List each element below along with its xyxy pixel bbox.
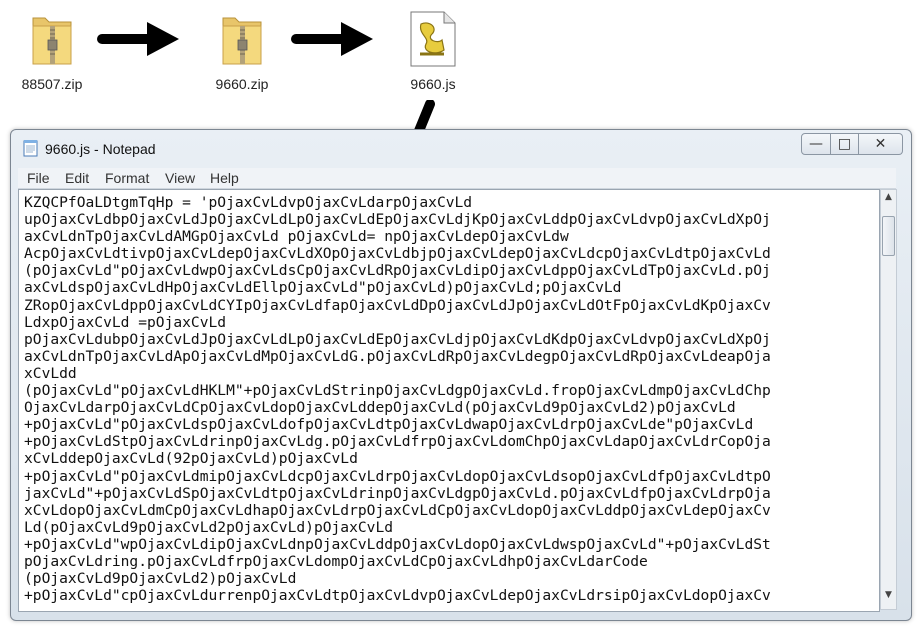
window-title: 9660.js - Notepad xyxy=(45,141,156,157)
script-file-icon xyxy=(410,11,456,67)
code-line: +pOjaxCvLd"pOjaxCvLdmipOjaxCvLdcpOjaxCvL… xyxy=(24,467,771,485)
menu-view[interactable]: View xyxy=(165,170,196,186)
code-line: xCvLddepOjaxCvLd(92pOjaxCvLd)pOjaxCvLd xyxy=(24,450,358,468)
menu-format[interactable]: Format xyxy=(105,170,150,186)
code-line: upOjaxCvLdbpOjaxCvLdJpOjaxCvLdLpOjaxCvLd… xyxy=(24,211,771,229)
zip-folder-icon xyxy=(222,17,262,65)
code-line: axCvLdspOjaxCvLdHpOjaxCvLdEllpOjaxCvLd"p… xyxy=(24,279,622,297)
code-line: pOjaxCvLdring.pOjaxCvLdfrpOjaxCvLdompOja… xyxy=(24,552,648,570)
minimize-button[interactable]: — xyxy=(801,133,831,155)
file-name: 9660.zip xyxy=(215,76,269,92)
scroll-down-button[interactable]: ▼ xyxy=(885,590,892,600)
close-button[interactable]: ✕ xyxy=(859,133,903,155)
code-line: jaxCvLd"+pOjaxCvLdSpOjaxCvLdtpOjaxCvLdri… xyxy=(24,484,771,502)
arrow-right-icon xyxy=(97,22,179,56)
maximize-button[interactable]: □ xyxy=(831,133,859,155)
window-controls: — □ ✕ xyxy=(801,133,903,155)
code-line: xCvLdd xyxy=(24,364,77,382)
scroll-thumb[interactable] xyxy=(882,216,895,256)
code-line: pOjaxCvLdubpOjaxCvLdJpOjaxCvLdLpOjaxCvLd… xyxy=(24,330,771,348)
code-line: axCvLdnTpOjaxCvLdAMGpOjaxCvLd pOjaxCvLd=… xyxy=(24,228,569,246)
menu-help[interactable]: Help xyxy=(210,170,239,186)
notepad-icon xyxy=(23,140,38,157)
minimize-icon: — xyxy=(809,136,823,152)
code-line: +pOjaxCvLd"wpOjaxCvLdipOjaxCvLdnpOjaxCvL… xyxy=(24,535,771,553)
menu-bar: File Edit Format View Help xyxy=(18,168,896,189)
arrow-right-icon xyxy=(291,22,373,56)
text-editor[interactable]: KZQCPfOaLDtgmTqHp = 'pOjaxCvLdvpOjaxCvLd… xyxy=(18,189,880,612)
scroll-up-button[interactable]: ▲ xyxy=(885,192,892,202)
code-line: +pOjaxCvLdStpOjaxCvLdrinpOjaxCvLdg.pOjax… xyxy=(24,433,771,451)
maximize-icon: □ xyxy=(837,136,852,152)
file-name: 9660.js xyxy=(410,76,456,92)
code-line: ZRopOjaxCvLdppOjaxCvLdCYIpOjaxCvLdfapOja… xyxy=(24,296,771,314)
code-line: +pOjaxCvLd"cpOjaxCvLdurrenpOjaxCvLdtpOja… xyxy=(24,587,771,605)
code-line: LdxpOjaxCvLd =pOjaxCvLd xyxy=(24,313,227,331)
menu-edit[interactable]: Edit xyxy=(65,170,90,186)
file-name: 88507.zip xyxy=(21,76,83,92)
title-bar[interactable]: 9660.js - Notepad — □ ✕ xyxy=(11,130,911,166)
code-line: (pOjaxCvLd"pOjaxCvLdwpOjaxCvLdsCpOjaxCvL… xyxy=(24,262,771,280)
menu-file[interactable]: File xyxy=(27,170,50,186)
vertical-scrollbar[interactable]: ▲ ▼ xyxy=(880,189,897,610)
code-line: xCvLdopOjaxCvLdmCpOjaxCvLdhapOjaxCvLdrpO… xyxy=(24,501,771,519)
code-line: OjaxCvLdarpOjaxCvLdCpOjaxCvLdopOjaxCvLdd… xyxy=(24,399,736,417)
code-line: (pOjaxCvLd"pOjaxCvLdHKLM"+pOjaxCvLdStrin… xyxy=(24,382,771,400)
close-icon: ✕ xyxy=(874,136,887,152)
zip-folder-icon xyxy=(32,17,72,65)
editor-content: KZQCPfOaLDtgmTqHp = 'pOjaxCvLdvpOjaxCvLd… xyxy=(19,190,879,604)
code-line: Ld(pOjaxCvLd9pOjaxCvLd2pOjaxCvLd)pOjaxCv… xyxy=(24,518,394,536)
notepad-window: 9660.js - Notepad — □ ✕ File Edit Format… xyxy=(10,129,912,621)
code-line: KZQCPfOaLDtgmTqHp = 'pOjaxCvLdvpOjaxCvLd… xyxy=(24,194,473,211)
code-line: axCvLdnTpOjaxCvLdApOjaxCvLdMpOjaxCvLdG.p… xyxy=(24,347,771,365)
code-line: (pOjaxCvLd9pOjaxCvLd2)pOjaxCvLd xyxy=(24,570,297,588)
code-line: +pOjaxCvLd"pOjaxCvLdspOjaxCvLdofpOjaxCvL… xyxy=(24,416,754,434)
code-line: AcpOjaxCvLdtivpOjaxCvLdepOjaxCvLdXOpOjax… xyxy=(24,245,771,263)
